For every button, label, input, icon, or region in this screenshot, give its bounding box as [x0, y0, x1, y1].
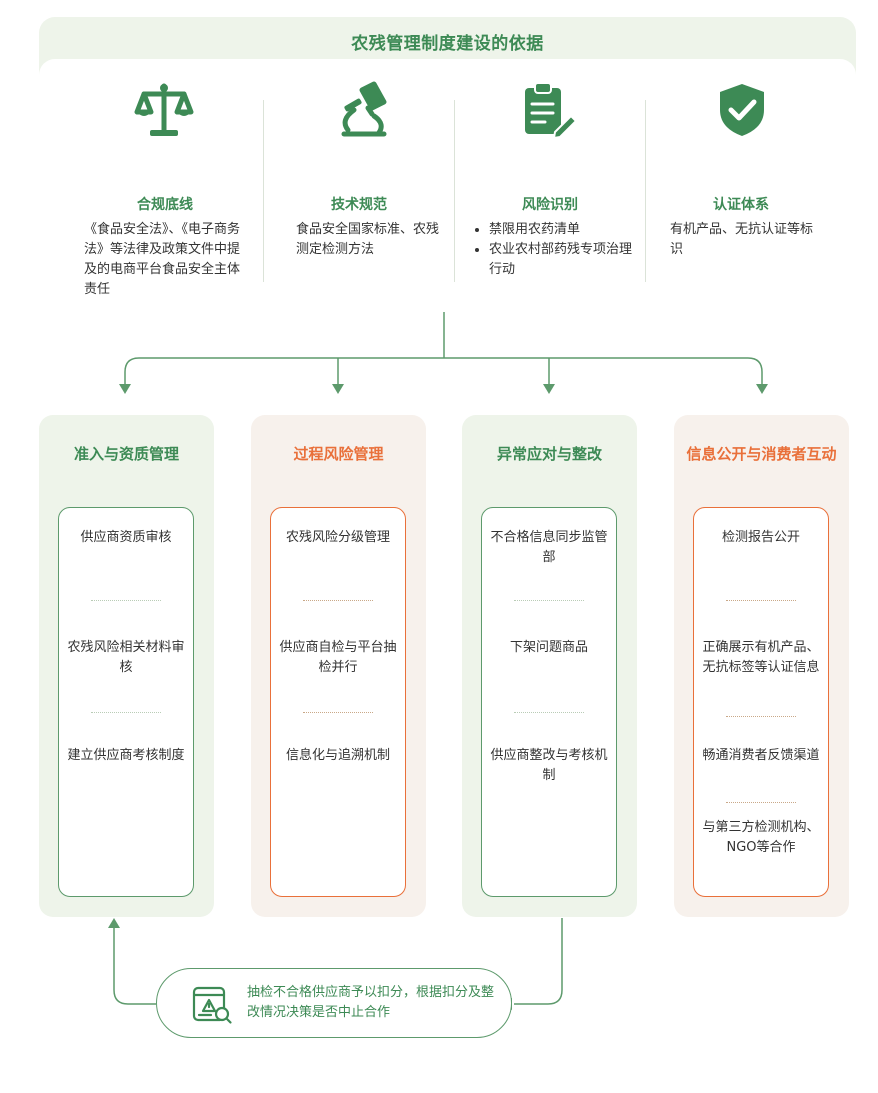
basis-inner: [39, 59, 856, 287]
card-title: 异常应对与整改: [496, 445, 602, 463]
list-item: 信息化与追溯机制: [285, 748, 390, 763]
basis-text: 食品安全国家标准、农残测定检测方法: [296, 222, 440, 257]
card-title: 准入与资质管理: [73, 445, 179, 463]
panel-title: 农残管理制度建设的依据: [351, 34, 544, 54]
list-item: 不合格信息同步监管部: [490, 530, 608, 565]
basis-title: 合规底线: [137, 197, 193, 213]
inspection-report-icon: [192, 986, 232, 1024]
footer-text: 抽检不合格供应商予以扣分，根据扣分及整改情况决策是否中止合作: [247, 985, 495, 1020]
card-items: 不合格信息同步监管部 下架问题商品 供应商整改与考核机制: [481, 507, 617, 897]
card-title: 过程风险管理: [293, 445, 384, 463]
card-exception-response: 异常应对与整改 不合格信息同步监管部 下架问题商品 供应商整改与考核机制: [462, 415, 637, 917]
dotted-divider: [303, 600, 373, 601]
card-items: 供应商资质审核 农残风险相关材料审核 建立供应商考核制度: [58, 507, 194, 897]
basis-title: 认证体系: [713, 197, 769, 213]
dotted-divider: [514, 600, 584, 601]
basis-certification: 认证体系 有机产品、无抗认证等标识: [646, 42, 836, 270]
basis-bullets: 禁限用农药清单 农业农村部药残专项治理行动: [475, 220, 643, 280]
basis-compliance: 合规底线 《食品安全法》、《电子商务法》等法律及政策文件中提及的电商平台食品安全…: [70, 42, 260, 297]
divider: [263, 100, 264, 282]
clipboard-icon: [525, 82, 578, 140]
dotted-divider: [726, 600, 796, 601]
basis-risk: 风险识别 禁限用农药清单 农业农村部药残专项治理行动: [455, 42, 645, 277]
basis-technical: 技术规范 食品安全国家标准、农残测定检测方法: [264, 42, 454, 270]
list-item: 正确展示有机产品、无抗标签等认证信息: [702, 640, 820, 675]
divider: [454, 100, 455, 282]
list-item: 供应商自检与平台抽检并行: [279, 640, 397, 675]
basis-title: 技术规范: [331, 197, 387, 213]
list-item: 检测报告公开: [721, 530, 800, 545]
dotted-divider: [91, 600, 161, 601]
basis-text: 有机产品、无抗认证等标识: [670, 222, 814, 257]
dotted-divider: [514, 712, 584, 713]
list-item: 与第三方检测机构、NGO等合作: [702, 820, 820, 855]
dotted-divider: [303, 712, 373, 713]
list-item: 建立供应商考核制度: [67, 748, 185, 763]
list-item: 农残风险相关材料审核: [67, 640, 185, 675]
list-item: 农残风险分级管理: [285, 530, 390, 545]
dotted-divider: [726, 802, 796, 803]
card-access-qualification: 准入与资质管理 供应商资质审核 农残风险相关材料审核 建立供应商考核制度: [39, 415, 214, 917]
card-items: 农残风险分级管理 供应商自检与平台抽检并行 信息化与追溯机制: [270, 507, 406, 897]
bullet-item: 禁限用农药清单: [489, 220, 643, 240]
card-process-risk: 过程风险管理 农残风险分级管理 供应商自检与平台抽检并行 信息化与追溯机制: [251, 415, 426, 917]
list-item: 供应商整改与考核机制: [490, 748, 608, 783]
card-items: 检测报告公开 正确展示有机产品、无抗标签等认证信息 畅通消费者反馈渠道 与第三方…: [693, 507, 829, 897]
card-disclosure-interaction: 信息公开与消费者互动 检测报告公开 正确展示有机产品、无抗标签等认证信息 畅通消…: [674, 415, 849, 917]
bullet-item: 农业农村部药残专项治理行动: [489, 240, 643, 280]
list-item: 供应商资质审核: [80, 530, 172, 545]
list-item: 下架问题商品: [509, 640, 588, 655]
basis-text: 《食品安全法》、《电子商务法》等法律及政策文件中提及的电商平台食品安全主体责任: [84, 222, 241, 297]
scales-icon: [134, 83, 194, 136]
dotted-divider: [91, 712, 161, 713]
supplier-penalty-note: 抽检不合格供应商予以扣分，根据扣分及整改情况决策是否中止合作: [156, 968, 512, 1038]
list-item: 畅通消费者反馈渠道: [702, 748, 820, 763]
microscope-icon: [341, 81, 387, 137]
basis-panel: 农残管理制度建设的依据: [39, 17, 856, 287]
dotted-divider: [726, 716, 796, 717]
basis-title: 风险识别: [522, 197, 578, 213]
divider: [645, 100, 646, 282]
shield-check-icon: [720, 84, 764, 136]
card-title: 信息公开与消费者互动: [686, 445, 837, 463]
